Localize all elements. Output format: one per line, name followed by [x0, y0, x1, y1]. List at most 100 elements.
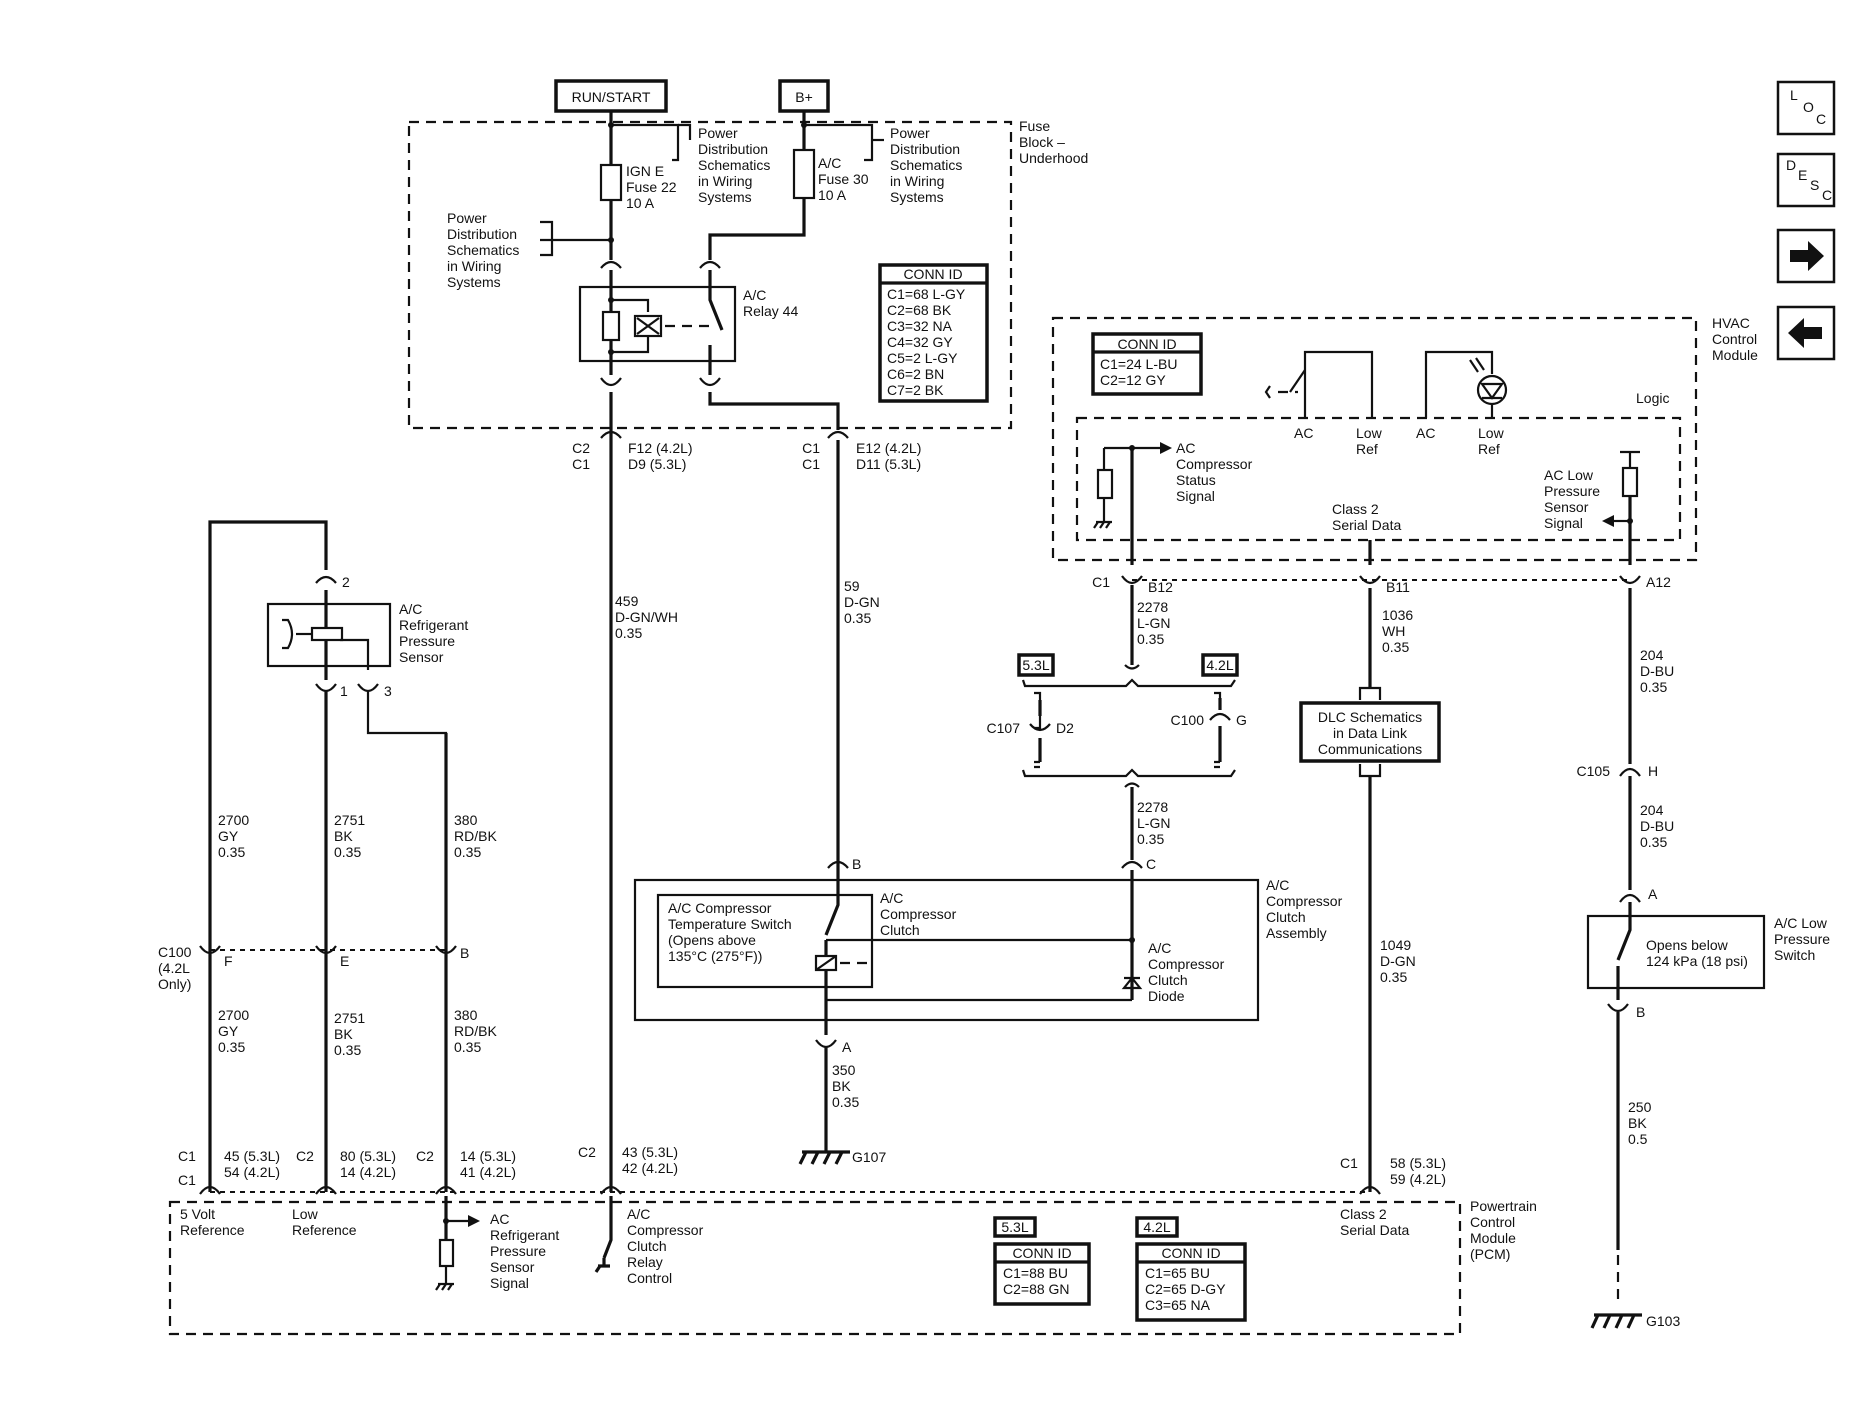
svg-text:Clutch: Clutch — [1148, 972, 1188, 988]
fuse-right-pins: C1 C1 E12 (4.2L) D11 (5.3L) — [802, 440, 921, 472]
next-button[interactable] — [1776, 228, 1836, 284]
svg-text:C3=65 NA: C3=65 NA — [1145, 1297, 1211, 1313]
svg-text:C1: C1 — [1340, 1155, 1358, 1171]
svg-text:124 kPa (18 psi): 124 kPa (18 psi) — [1646, 953, 1748, 969]
svg-text:Systems: Systems — [698, 189, 752, 205]
svg-text:Distribution: Distribution — [447, 226, 517, 242]
svg-text:C6=2 BN: C6=2 BN — [887, 366, 944, 382]
svg-text:Class 2: Class 2 — [1340, 1206, 1387, 1222]
svg-text:Opens below: Opens below — [1646, 937, 1729, 953]
g103-ground-icon — [1590, 1313, 1642, 1329]
svg-text:380: 380 — [454, 812, 478, 828]
hvac-conn-id-rows: C1=24 L-BU C2=12 GY — [1100, 356, 1177, 388]
sensor-pin-2: 2 — [342, 574, 350, 590]
svg-text:1036: 1036 — [1382, 607, 1413, 623]
g107-label: G107 — [852, 1149, 886, 1165]
svg-text:C3=32 NA: C3=32 NA — [887, 318, 953, 334]
wire-2278-b: 2278 L-GN 0.35 — [1137, 799, 1170, 847]
clutch-pin-b: B — [852, 856, 861, 872]
c100-pin-f: F — [224, 953, 233, 969]
svg-text:Diode: Diode — [1148, 988, 1185, 1004]
next-arrow-icon — [1790, 241, 1824, 271]
dlc-box — [1299, 701, 1441, 763]
svg-text:0.35: 0.35 — [218, 1039, 245, 1055]
hvac-ac-1: AC — [1294, 425, 1313, 441]
svg-text:Clutch: Clutch — [880, 922, 920, 938]
svg-text:Ref: Ref — [1356, 441, 1378, 457]
wire-2700-a: 2700 GY 0.35 — [218, 812, 249, 860]
svg-text:14 (4.2L): 14 (4.2L) — [340, 1164, 396, 1180]
svg-text:43 (5.3L): 43 (5.3L) — [622, 1144, 678, 1160]
c100-right-label: C100 — [1171, 712, 1205, 728]
svg-text:2278: 2278 — [1137, 799, 1168, 815]
sensor-pin-1: 1 — [340, 683, 348, 699]
hvac-pin-c1: C1 — [1092, 574, 1110, 590]
pcm-conn-42-rows: C1=65 BU C2=65 D-GY C3=65 NA — [1145, 1265, 1226, 1313]
prev-button[interactable] — [1776, 305, 1836, 361]
svg-text:Powertrain: Powertrain — [1470, 1198, 1537, 1214]
svg-text:Low: Low — [1478, 425, 1505, 441]
desc-button[interactable]: D E S C — [1776, 152, 1836, 208]
svg-text:350: 350 — [832, 1062, 856, 1078]
svg-text:C2: C2 — [578, 1144, 596, 1160]
svg-text:250: 250 — [1628, 1099, 1652, 1115]
svg-text:Pressure: Pressure — [399, 633, 455, 649]
svg-text:41 (4.2L): 41 (4.2L) — [460, 1164, 516, 1180]
wire-459: 459 D-GN/WH 0.35 — [615, 593, 678, 641]
svg-text:0.35: 0.35 — [334, 844, 361, 860]
pcm-tag-53 — [993, 1216, 1037, 1238]
svg-text:in Wiring: in Wiring — [447, 258, 501, 274]
svg-text:L-GN: L-GN — [1137, 615, 1170, 631]
svg-text:Compressor: Compressor — [880, 906, 957, 922]
svg-text:E12 (4.2L): E12 (4.2L) — [856, 440, 921, 456]
clutch-label: A/C Compressor Clutch — [880, 890, 957, 938]
wire-2751-a: 2751 BK 0.35 — [334, 812, 365, 860]
tag-53-top — [1017, 653, 1055, 677]
relay-resistor-icon — [601, 310, 621, 342]
svg-text:Pressure: Pressure — [490, 1243, 546, 1259]
loc-button[interactable]: L O C — [1776, 80, 1836, 136]
svg-text:Power: Power — [698, 125, 738, 141]
svg-text:(4.2L: (4.2L — [158, 960, 190, 976]
svg-text:Clutch: Clutch — [627, 1238, 667, 1254]
desc-c: C — [1822, 187, 1832, 203]
svg-text:BK: BK — [832, 1078, 851, 1094]
svg-text:Distribution: Distribution — [698, 141, 768, 157]
svg-text:54 (4.2L): 54 (4.2L) — [224, 1164, 280, 1180]
svg-text:0.35: 0.35 — [1640, 834, 1667, 850]
svg-text:A/C Compressor: A/C Compressor — [668, 900, 772, 916]
fuse-conn-id-box — [878, 263, 989, 403]
svg-text:Sensor: Sensor — [1544, 499, 1589, 515]
loc-c: C — [1816, 111, 1826, 127]
svg-text:2278: 2278 — [1137, 599, 1168, 615]
tag-42-top — [1201, 653, 1239, 677]
svg-text:D-GN/WH: D-GN/WH — [615, 609, 678, 625]
hvac-title: HVAC Control Module — [1712, 315, 1758, 363]
fuse-conn-id-title: CONN ID — [903, 266, 962, 282]
svg-text:(PCM): (PCM) — [1470, 1246, 1510, 1262]
svg-text:Refrigerant: Refrigerant — [399, 617, 468, 633]
svg-text:in Wiring: in Wiring — [698, 173, 752, 189]
svg-text:10 A: 10 A — [818, 187, 847, 203]
pcm-outline — [168, 1200, 1462, 1336]
svg-text:Fuse: Fuse — [1019, 118, 1050, 134]
svg-text:58 (5.3L): 58 (5.3L) — [1390, 1155, 1446, 1171]
ign-fuse-label: IGN E Fuse 22 10 A — [626, 163, 677, 211]
fuse-conn-id-rows: C1=68 L-GY C2=68 BK C3=32 NA C4=32 GY C5… — [887, 286, 966, 398]
tag-42-top-text: 4.2L — [1206, 657, 1233, 673]
svg-text:Pressure: Pressure — [1544, 483, 1600, 499]
pcm-conn-53-rows: C1=88 BU C2=88 GN — [1003, 1265, 1070, 1297]
fuse-left-pins: C2 C1 F12 (4.2L) D9 (5.3L) — [572, 440, 693, 472]
svg-text:IGN E: IGN E — [626, 163, 664, 179]
svg-text:Serial Data: Serial Data — [1340, 1222, 1409, 1238]
sensor-pin-3: 3 — [384, 683, 392, 699]
svg-text:AC Low: AC Low — [1544, 467, 1594, 483]
svg-text:Status: Status — [1176, 472, 1216, 488]
svg-text:0.35: 0.35 — [1382, 639, 1409, 655]
loc-l: L — [1790, 87, 1798, 103]
c105-pin: H — [1648, 763, 1658, 779]
sensor-element-icon — [310, 626, 344, 642]
low-press-resistor-icon — [1621, 466, 1639, 498]
svg-text:C2=68 BK: C2=68 BK — [887, 302, 952, 318]
wire-350: 350 BK 0.35 — [832, 1062, 859, 1110]
